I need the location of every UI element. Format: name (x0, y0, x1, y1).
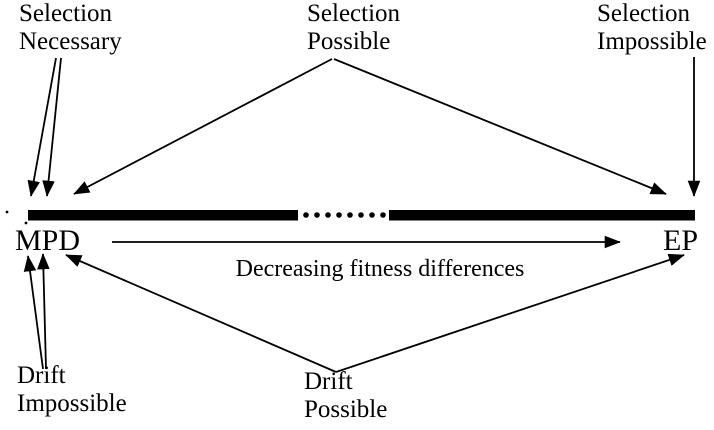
label-drift-possible-line1: Drift (304, 368, 353, 395)
arrow-drift-impossible-2 (37, 253, 50, 370)
label-drift-impossible: Drift Impossible (17, 362, 127, 418)
label-selection-possible-line2: Possible (307, 28, 391, 55)
label-selection-necessary-line1: Selection (19, 0, 113, 27)
stray-dot-under-bar (24, 221, 28, 225)
label-selection-possible-line1: Selection (307, 0, 401, 27)
arrow-selection-possible-left (73, 58, 333, 195)
arrow-drift-possible-left (65, 254, 337, 373)
continuum-bar-left-segment (28, 210, 298, 221)
arrow-drift-impossible-1 (23, 255, 44, 370)
label-selection-necessary-line2: Necessary (19, 28, 122, 55)
label-selection-impossible-line2: Impossible (597, 28, 707, 55)
continuum-bar-dotted-segment (303, 212, 386, 218)
label-drift-possible: Drift Possible (304, 368, 387, 424)
label-selection-impossible: Selection Impossible (597, 0, 707, 56)
label-drift-impossible-line2: Impossible (17, 390, 127, 417)
label-drift-possible-line2: Possible (304, 396, 388, 423)
label-drift-impossible-line1: Drift (17, 362, 66, 389)
label-selection-possible: Selection Possible (307, 0, 400, 56)
arrow-selection-necessary-1 (27, 57, 57, 197)
label-selection-necessary: Selection Necessary (19, 0, 122, 56)
arrow-selection-necessary-2 (42, 57, 62, 197)
stray-dot-left (5, 210, 9, 214)
arrow-drift-possible-right (335, 253, 685, 373)
endpoint-mpd: MPD (15, 224, 81, 257)
endpoint-ep: EP (663, 224, 699, 257)
axis-caption: Decreasing fitness differences (235, 256, 525, 282)
label-selection-impossible-line1: Selection (597, 0, 691, 27)
continuum-bar-right-segment (389, 210, 695, 221)
arrow-selection-possible-right (333, 58, 667, 195)
